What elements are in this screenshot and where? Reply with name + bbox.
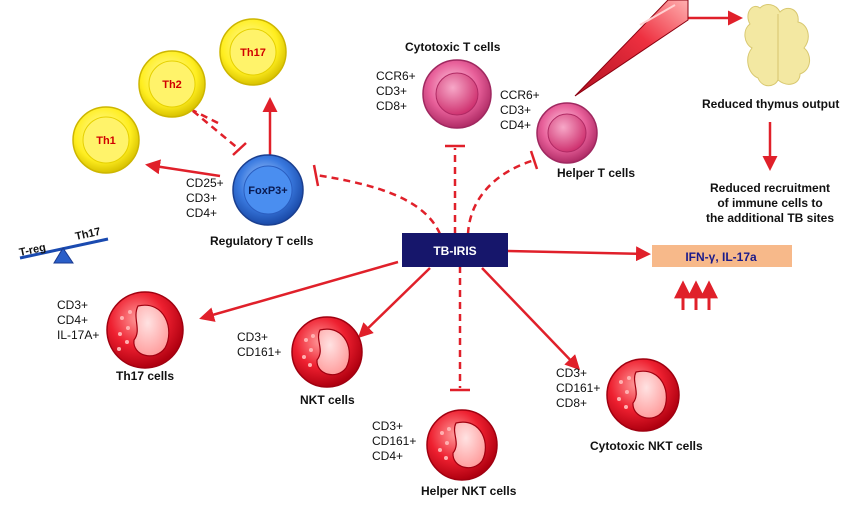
treg-marker: CD3+ (186, 191, 218, 205)
inhibit-th2-to-treg (192, 110, 241, 151)
recruitment-text: Reduced recruitment of immune cells to t… (705, 181, 834, 225)
balance-left-label: T-reg (18, 242, 47, 259)
helper-t-markers: CCR6+ CD3+ CD4+ (500, 88, 540, 133)
nkt-cell (291, 316, 363, 388)
helper-nkt-cell (426, 409, 498, 481)
th2-label: Th2 (162, 79, 182, 91)
cytotoxic-nkt-marker: CD8+ (556, 396, 588, 410)
th17-cells-name: Th17 cells (116, 369, 175, 383)
balance-right-label: Th17 (74, 226, 102, 243)
helper-nkt-name: Helper NKT cells (421, 484, 517, 498)
helper-t-cell (536, 102, 598, 164)
treg-cell: FoxP3+ (232, 154, 304, 226)
th17-cell: Th17 (219, 18, 287, 86)
connectors (145, 10, 778, 392)
inhibit-treg-line (315, 173, 442, 235)
increase-arrows (674, 280, 718, 310)
nkt-marker: CD161+ (237, 345, 282, 359)
helper-t-name: Helper T cells (557, 166, 636, 180)
th17-cells-markers: CD3+ CD4+ IL-17A+ (57, 298, 99, 343)
helper-nkt-markers: CD3+ CD161+ CD4+ (372, 419, 416, 464)
thymus-graphic (744, 4, 810, 87)
arrow-to-nkt (357, 267, 431, 339)
th17-cells-marker: CD3+ (57, 298, 89, 312)
cytokine-box (652, 245, 792, 267)
cytotoxic-t-marker: CD3+ (376, 84, 408, 98)
cytotoxic-nkt-cell (606, 358, 680, 432)
helper-t-marker: CD3+ (500, 103, 532, 117)
cytokine-label: IFN-γ, IL-17a (685, 250, 757, 264)
inhibit-helper-t-line (466, 158, 536, 235)
needle-graphic (574, 0, 689, 97)
th1-label: Th1 (96, 135, 116, 147)
arrow-to-cytokines (507, 246, 651, 262)
helper-nkt-marker: CD161+ (372, 434, 417, 448)
treg-name: Regulatory T cells (210, 234, 314, 248)
helper-nkt-marker: CD3+ (372, 419, 404, 433)
th17-cells-marker: CD4+ (57, 313, 89, 327)
th17-cells-marker: IL-17A+ (57, 328, 100, 342)
cytotoxic-t-markers: CCR6+ CD3+ CD8+ (376, 69, 416, 114)
inhibit-helper-t-bar (529, 150, 539, 170)
th17-effector-cell (106, 291, 184, 369)
th1-cell: Th1 (72, 106, 140, 174)
treg-to-th1-arrow (145, 159, 221, 178)
cytotoxic-nkt-marker: CD161+ (556, 381, 601, 395)
treg-markers: CD25+ CD3+ CD4+ (186, 176, 224, 221)
nkt-name: NKT cells (300, 393, 355, 407)
cytotoxic-t-name: Cytotoxic T cells (405, 40, 501, 54)
cytotoxic-t-marker: CD8+ (376, 99, 408, 113)
th17-label: Th17 (240, 47, 266, 59)
arrow-to-cytotoxic-nkt (481, 267, 581, 371)
thymus-output-text: Reduced thymus output (702, 97, 840, 111)
treg-marker: CD25+ (186, 176, 224, 190)
arrow-to-th17-cells (199, 260, 399, 322)
cytotoxic-t-cell (422, 59, 492, 129)
helper-nkt-marker: CD4+ (372, 449, 404, 463)
tb-iris-label: TB-IRIS (433, 244, 476, 258)
inhibit-th2-bar (232, 142, 247, 156)
treg-marker: CD4+ (186, 206, 218, 220)
cytotoxic-nkt-name: Cytotoxic NKT cells (590, 439, 703, 453)
inhibit-treg-bar (312, 164, 320, 187)
nkt-marker: CD3+ (237, 330, 269, 344)
balance-graphic (19, 237, 109, 264)
cytotoxic-t-marker: CCR6+ (376, 69, 416, 83)
helper-t-marker: CCR6+ (500, 88, 540, 102)
treg-cell-label: FoxP3+ (248, 185, 287, 197)
tb-iris-box (402, 233, 508, 267)
nkt-markers: CD3+ CD161+ (237, 330, 281, 360)
helper-t-marker: CD4+ (500, 118, 532, 132)
cytotoxic-nkt-marker: CD3+ (556, 366, 588, 380)
th2-cell: Th2 (138, 50, 206, 118)
cytotoxic-nkt-markers: CD3+ CD161+ CD8+ (556, 366, 600, 411)
